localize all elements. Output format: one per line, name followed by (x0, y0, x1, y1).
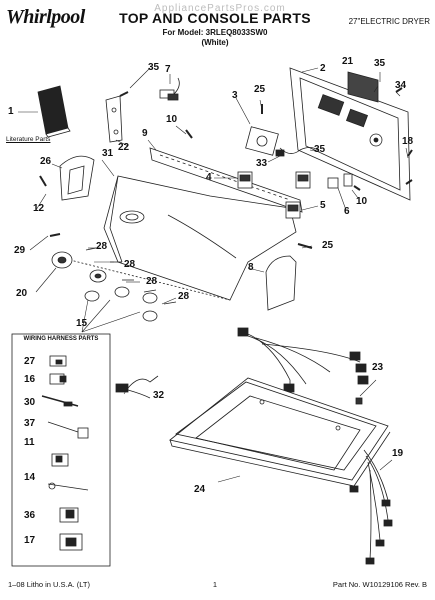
harness-part-7 (159, 77, 180, 101)
product-type: 27"ELECTRIC DRYER (348, 17, 430, 26)
wiring-harness-box (11, 333, 111, 567)
callout-37: 37 (24, 418, 36, 429)
page-title: TOP AND CONSOLE PARTS (119, 10, 311, 26)
knob-parts (51, 247, 177, 322)
callout-28-b: 28 (124, 259, 136, 270)
callout-32: 32 (153, 390, 165, 401)
callout-8: 8 (248, 262, 254, 273)
wire-harness-part-19 (349, 449, 393, 565)
callout-22: 22 (118, 142, 130, 153)
callout-33: 33 (256, 158, 268, 169)
watermark: AppliancePartsPros.com (154, 3, 286, 14)
footer-part-number: Part No. W10129106 Rev. B (332, 580, 427, 589)
footer-litho: 1–08 Litho in U.S.A. (LT) (8, 580, 90, 589)
callout-10-b: 10 (356, 196, 368, 207)
control-board-part (347, 71, 379, 103)
bracket-part-22 (105, 95, 123, 143)
callout-2: 2 (320, 63, 326, 74)
callout-28-d: 28 (178, 291, 190, 302)
literature-parts-label: Literature Parts (6, 136, 51, 143)
callout-28-a: 28 (96, 241, 108, 252)
callout-15: 15 (76, 318, 88, 329)
callout-4: 4 (206, 172, 212, 183)
model-number: For Model: 3RLEQ8033SW0 (162, 28, 268, 37)
hinge-part (265, 255, 297, 311)
brand-logo: Whirlpool (6, 6, 85, 28)
callout-17: 17 (24, 535, 36, 546)
callout-5: 5 (320, 200, 326, 211)
model-color: (White) (201, 38, 229, 47)
callout-25-a: 25 (254, 84, 266, 95)
console-panel-part (61, 175, 297, 301)
callout-18: 18 (402, 136, 414, 147)
literature-booklet-part (37, 85, 71, 138)
callout-35-a: 35 (148, 62, 160, 73)
callout-16: 16 (24, 374, 36, 385)
harness-part-32 (115, 375, 159, 399)
callout-11: 11 (24, 437, 35, 448)
callout-7: 7 (165, 64, 171, 75)
leader-lines (18, 67, 409, 483)
wiring-harness-bundle (237, 327, 369, 393)
callout-25-b: 25 (322, 240, 334, 251)
callout-6: 6 (344, 206, 350, 217)
callout-20: 20 (16, 288, 28, 299)
callout-30: 30 (24, 397, 36, 408)
footer-page-number: 1 (212, 580, 218, 589)
callout-29: 29 (14, 245, 26, 256)
callout-36: 36 (24, 510, 36, 521)
callout-14: 14 (24, 472, 36, 483)
callout-10-a: 10 (166, 114, 178, 125)
end-cap-part (59, 155, 95, 201)
callout-31: 31 (102, 148, 114, 159)
callout-35-c: 35 (314, 144, 326, 155)
callout-21: 21 (342, 56, 354, 67)
callout-3: 3 (232, 90, 238, 101)
callout-1: 1 (8, 106, 14, 117)
top-panel-part (169, 377, 391, 487)
callout-27: 27 (24, 356, 36, 367)
console-back-panel-part (289, 67, 411, 201)
callout-24: 24 (194, 484, 206, 495)
wiring-harness-title: WIRING HARNESS PARTS (23, 336, 99, 342)
timer-part (245, 126, 279, 156)
callout-12: 12 (33, 203, 45, 214)
callout-26: 26 (40, 156, 52, 167)
callout-23: 23 (372, 362, 384, 373)
callout-9: 9 (142, 128, 148, 139)
switch-parts (237, 171, 353, 219)
callout-34: 34 (395, 80, 407, 91)
callout-28-c: 28 (146, 276, 158, 287)
callout-35-b: 35 (374, 58, 386, 69)
callout-19: 19 (392, 448, 404, 459)
